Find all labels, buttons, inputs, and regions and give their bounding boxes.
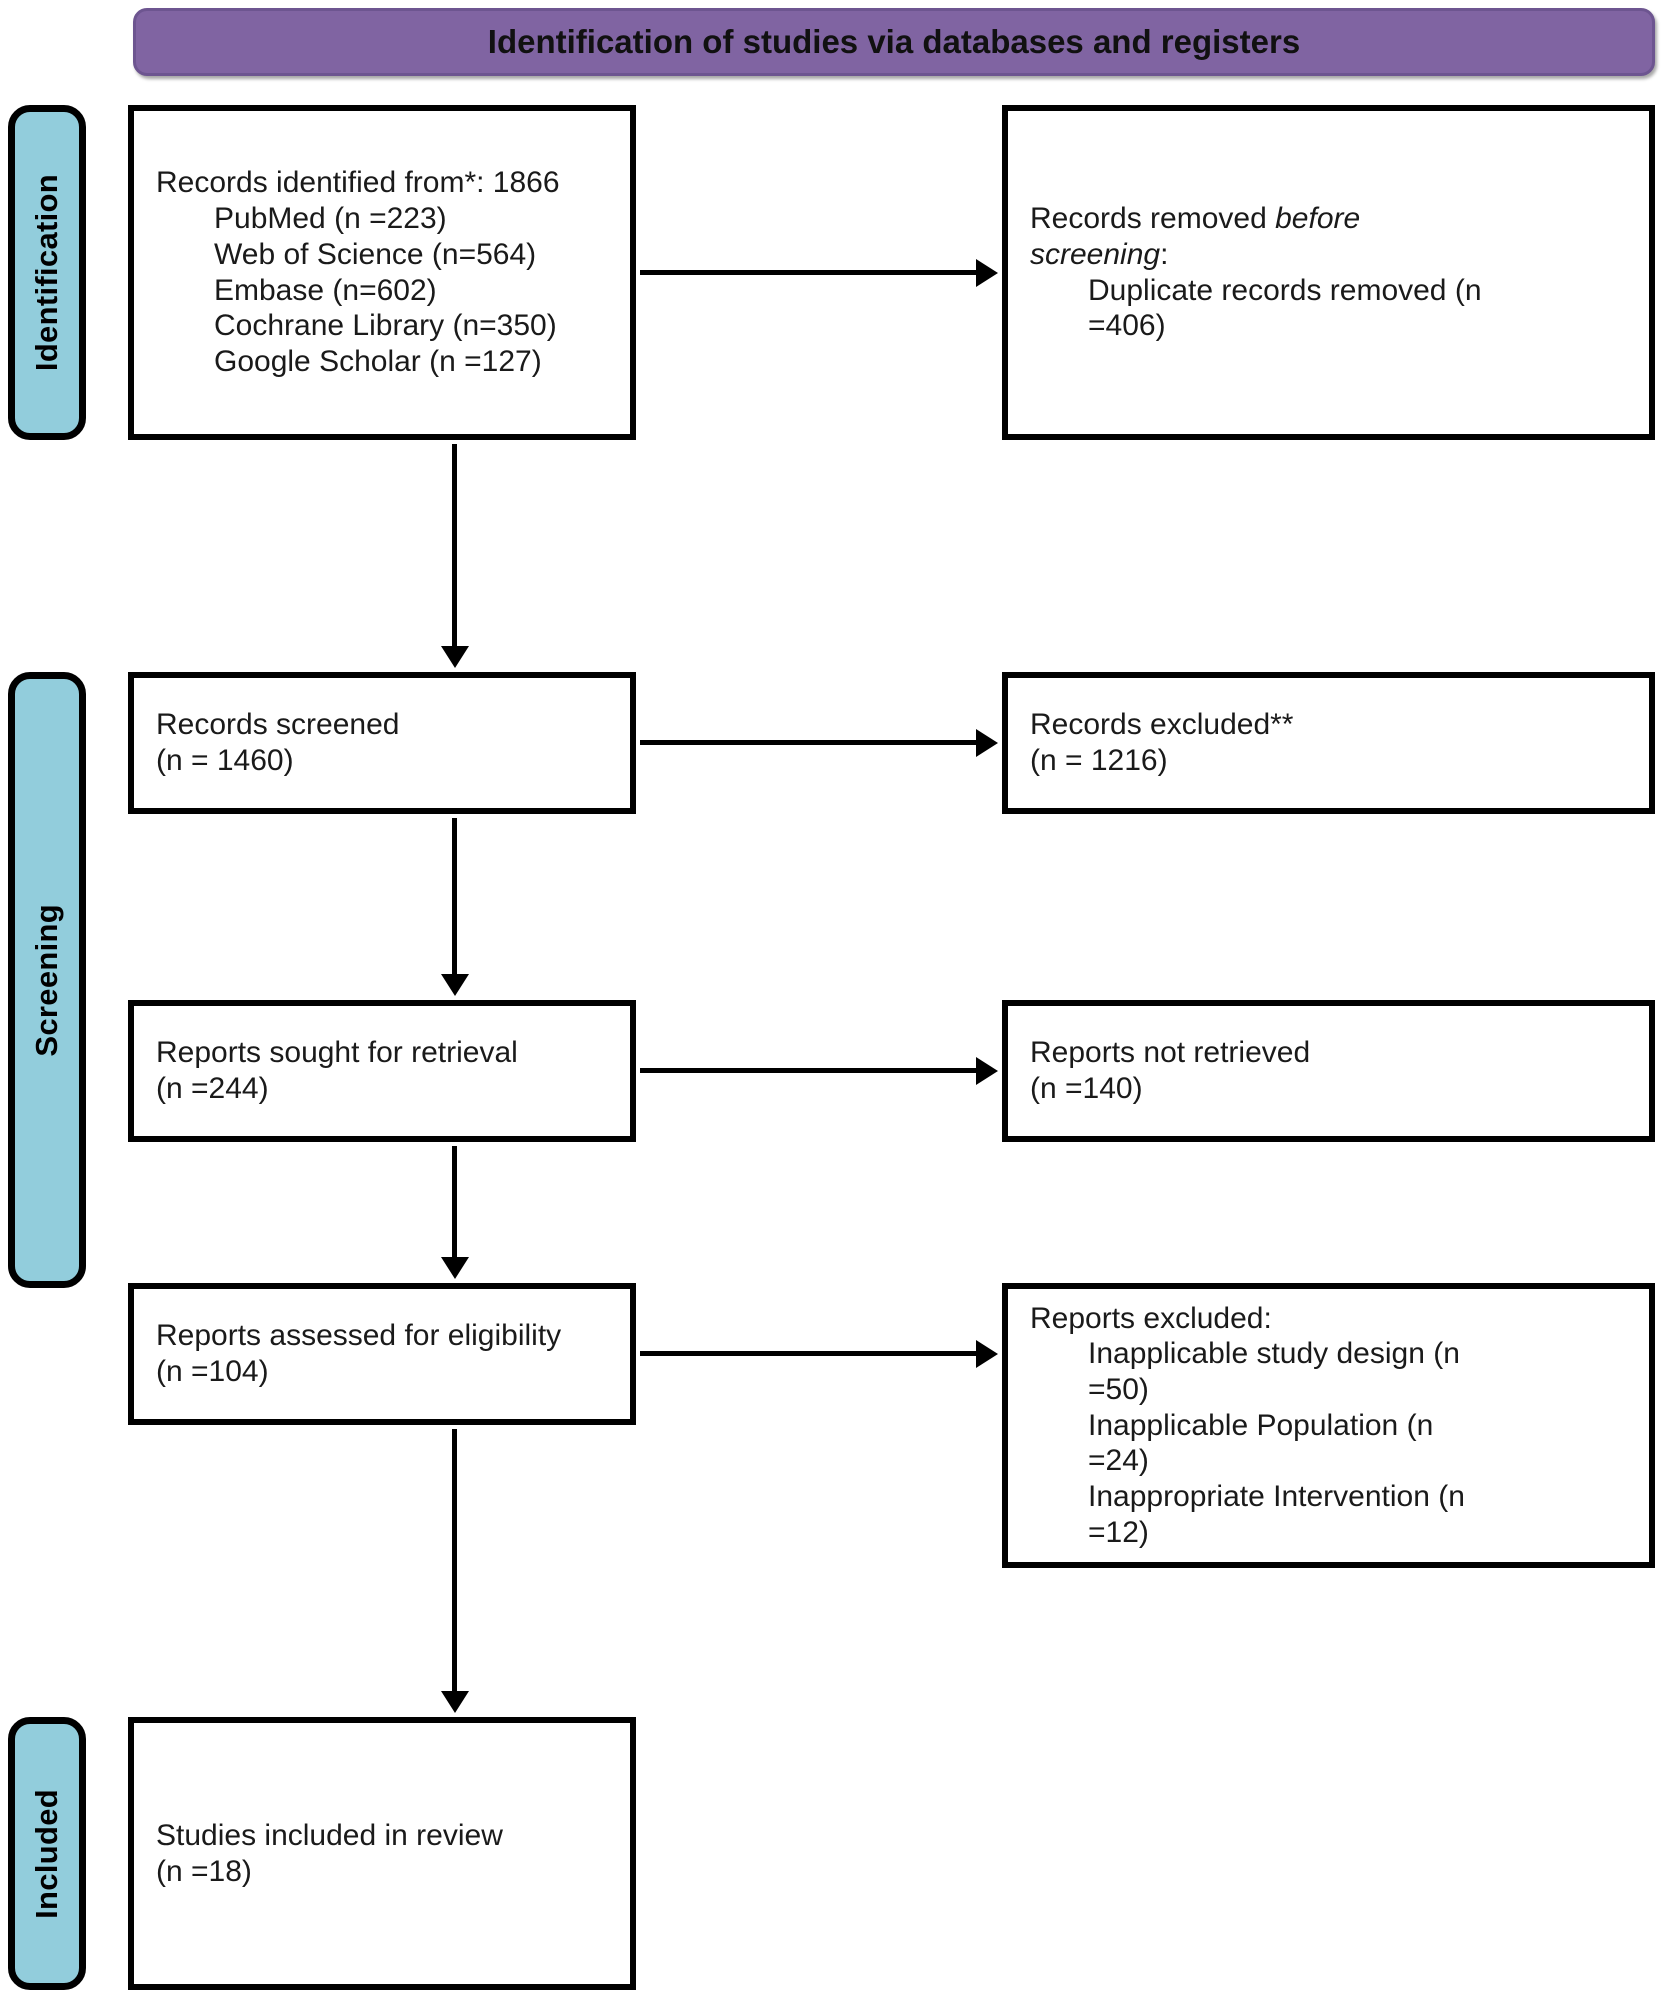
reports-assessed-label: Reports assessed for eligibility (156, 1319, 562, 1353)
reason-study-design-line-2: =50) (1088, 1372, 1149, 1406)
box-records-identified: Records identified from*: 1866 PubMed (n… (128, 105, 636, 440)
source-google-scholar: Google Scholar (n =127) (214, 344, 542, 378)
arrow-sought-to-not-retrieved (640, 1068, 978, 1073)
phase-tab-screening: Screening (8, 672, 86, 1288)
phase-label-screening: Screening (29, 903, 64, 1057)
duplicate-records-removed-line-2: =406) (1088, 309, 1166, 343)
box-records-removed: Records removed before screening: Duplic… (1002, 105, 1655, 440)
box-reports-not-retrieved: Reports not retrieved (n =140) (1002, 1000, 1655, 1142)
records-screened-label: Records screened (156, 708, 400, 742)
records-removed-line-2: screening: (1030, 237, 1627, 273)
arrow-assessed-to-included (452, 1429, 457, 1693)
source-pubmed: PubMed (n =223) (214, 202, 447, 236)
phase-tab-identification: Identification (8, 105, 86, 440)
arrow-identified-to-removed (640, 270, 978, 275)
phase-label-identification: Identification (29, 173, 64, 372)
records-excluded-label: Records excluded** (1030, 708, 1294, 742)
records-identified-title: Records identified from*: 1866 (156, 166, 560, 200)
arrow-sought-to-assessed (452, 1146, 457, 1259)
reason-population-line-1: Inapplicable Population (n (1088, 1408, 1434, 1442)
arrow-screened-to-sought (452, 818, 457, 976)
records-removed-emphasis-screening: screening (1030, 237, 1161, 271)
box-records-excluded: Records excluded** (n = 1216) (1002, 672, 1655, 814)
reports-sought-count: (n =244) (156, 1072, 269, 1105)
reports-assessed-count: (n =104) (156, 1355, 269, 1388)
reason-study-design-line-1: Inapplicable study design (n (1088, 1337, 1460, 1371)
arrow-screened-to-excluded (640, 740, 978, 745)
reason-population-line-2: =24) (1088, 1444, 1149, 1478)
arrow-assessed-to-reports-excluded (640, 1351, 978, 1356)
duplicate-records-removed-line-1: Duplicate records removed (n (1088, 273, 1482, 307)
box-studies-included: Studies included in review (n =18) (128, 1717, 636, 1990)
page-title: Identification of studies via databases … (487, 23, 1301, 60)
records-removed-text: Records removed (1030, 202, 1276, 236)
records-excluded-count: (n = 1216) (1030, 744, 1168, 777)
records-screened-count: (n = 1460) (156, 744, 294, 777)
reports-sought-label: Reports sought for retrieval (156, 1036, 518, 1070)
diagram-header-banner: Identification of studies via databases … (133, 8, 1655, 76)
box-reports-assessed: Reports assessed for eligibility (n =104… (128, 1283, 636, 1425)
box-reports-excluded: Reports excluded: Inapplicable study des… (1002, 1283, 1655, 1568)
phase-tab-included: Included (8, 1717, 86, 1990)
source-web-of-science: Web of Science (n=564) (214, 237, 537, 271)
records-removed-emphasis-before: before (1275, 202, 1361, 236)
arrow-identified-to-screened (452, 444, 457, 648)
reports-not-retrieved-label: Reports not retrieved (1030, 1036, 1311, 1070)
box-records-screened: Records screened (n = 1460) (128, 672, 636, 814)
box-reports-sought: Reports sought for retrieval (n =244) (128, 1000, 636, 1142)
studies-included-count: (n =18) (156, 1854, 252, 1888)
reports-excluded-title: Reports excluded: (1030, 1301, 1272, 1335)
source-embase: Embase (n=602) (214, 273, 437, 307)
reason-intervention-line-2: =12) (1088, 1515, 1149, 1549)
records-removed-colon: : (1160, 237, 1169, 271)
reports-not-retrieved-count: (n =140) (1030, 1072, 1143, 1105)
source-cochrane-library: Cochrane Library (n=350) (214, 309, 557, 343)
studies-included-label: Studies included in review (156, 1818, 503, 1852)
reason-intervention-line-1: Inappropriate Intervention (n (1088, 1480, 1465, 1514)
phase-label-included: Included (29, 1788, 64, 1919)
records-removed-line-1: Records removed before (1030, 201, 1627, 237)
